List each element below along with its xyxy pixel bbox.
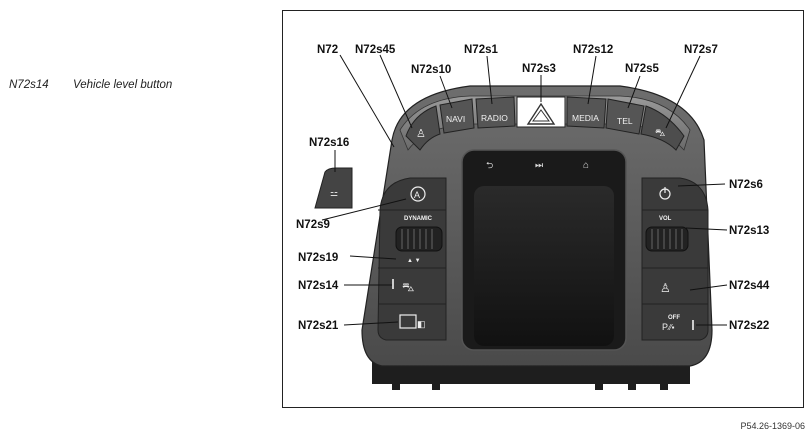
home-icon: ⌂ — [583, 160, 589, 171]
car-icon: ⛍ — [655, 128, 665, 139]
up-down-arrows-icon: ▲ ▼ — [407, 258, 421, 264]
back-icon: ⮌ — [486, 160, 493, 170]
park-label: P — [662, 322, 668, 332]
car-lift-icon: ⛍ — [402, 280, 414, 294]
hazard-triangle-icon — [526, 102, 556, 125]
power-button[interactable] — [659, 187, 671, 200]
navi-button[interactable]: NAVI — [439, 98, 475, 134]
seat-button-top[interactable]: ♙ — [405, 105, 441, 151]
navi-label: NAVI — [446, 114, 465, 124]
label-n72s3: N72s3 — [522, 63, 556, 75]
legend: N72s14 Vehicle level button — [9, 79, 172, 91]
parking-camera-button[interactable]: ◧ — [399, 314, 426, 329]
label-n72s14: N72s14 — [298, 280, 339, 292]
media-label: MEDIA — [572, 113, 599, 123]
tel-button[interactable]: TEL — [605, 98, 645, 135]
camera-icon: ◧ — [417, 319, 426, 329]
radio-label: RADIO — [481, 113, 508, 123]
label-n72s1: N72s1 — [464, 44, 498, 56]
label-n72s5: N72s5 — [625, 63, 659, 75]
label-n72s10: N72s10 — [411, 64, 451, 76]
volume-roller[interactable]: VOL — [645, 216, 689, 252]
label-n72s19: N72s19 — [298, 252, 338, 264]
media-button[interactable]: MEDIA — [566, 96, 607, 129]
label-n72s13: N72s13 — [729, 225, 769, 237]
park-assist-icon: ⁄⁄▪ — [667, 323, 675, 332]
skip-icon: ⏭ — [535, 160, 543, 170]
touchpad[interactable]: ⮌ ⏭ ⌂ — [461, 149, 627, 351]
label-n72: N72 — [317, 44, 338, 56]
auto-icon: A — [414, 190, 420, 200]
label-n72s16: N72s16 — [309, 137, 349, 149]
right-button-panel — [641, 177, 709, 341]
left-button-panel — [377, 177, 447, 341]
label-n72s9: N72s9 — [296, 219, 330, 231]
vehicle-level-icon: ⚍ — [330, 188, 338, 198]
figure-reference: P54.26-1369-06 — [740, 421, 805, 431]
seat-heating-button[interactable]: ♙ — [660, 281, 671, 295]
parking-assist-off-button[interactable]: OFF P ⁄⁄▪ — [662, 315, 694, 332]
radio-button[interactable]: RADIO — [475, 96, 516, 129]
vol-label: VOL — [659, 216, 672, 222]
legend-code: N72s14 — [9, 79, 49, 91]
label-n72s6: N72s6 — [729, 179, 763, 191]
vehicle-level-side-button[interactable]: ⚍ — [314, 167, 353, 209]
off-label: OFF — [668, 315, 680, 321]
vehicle-level-button[interactable]: ⛍ — [392, 279, 414, 294]
tel-label: TEL — [617, 116, 633, 126]
dynamic-label: DYNAMIC — [404, 216, 433, 222]
legend-description: Vehicle level button — [73, 79, 173, 91]
label-n72s44: N72s44 — [729, 280, 770, 292]
seat-icon: ♙ — [416, 128, 426, 140]
auto-button[interactable]: A — [410, 186, 426, 202]
label-n72s45: N72s45 — [355, 44, 396, 56]
seat-heat-icon: ♙ — [660, 281, 671, 295]
label-n72s12: N72s12 — [573, 44, 613, 56]
label-n72s22: N72s22 — [729, 320, 769, 332]
dynamic-select-roller[interactable]: DYNAMIC ▲ ▼ — [395, 216, 443, 264]
camera-button-top[interactable]: ⛍ — [640, 105, 685, 151]
leader-lines — [321, 54, 728, 326]
label-n72s7: N72s7 — [684, 44, 718, 56]
label-n72s21: N72s21 — [298, 320, 339, 332]
